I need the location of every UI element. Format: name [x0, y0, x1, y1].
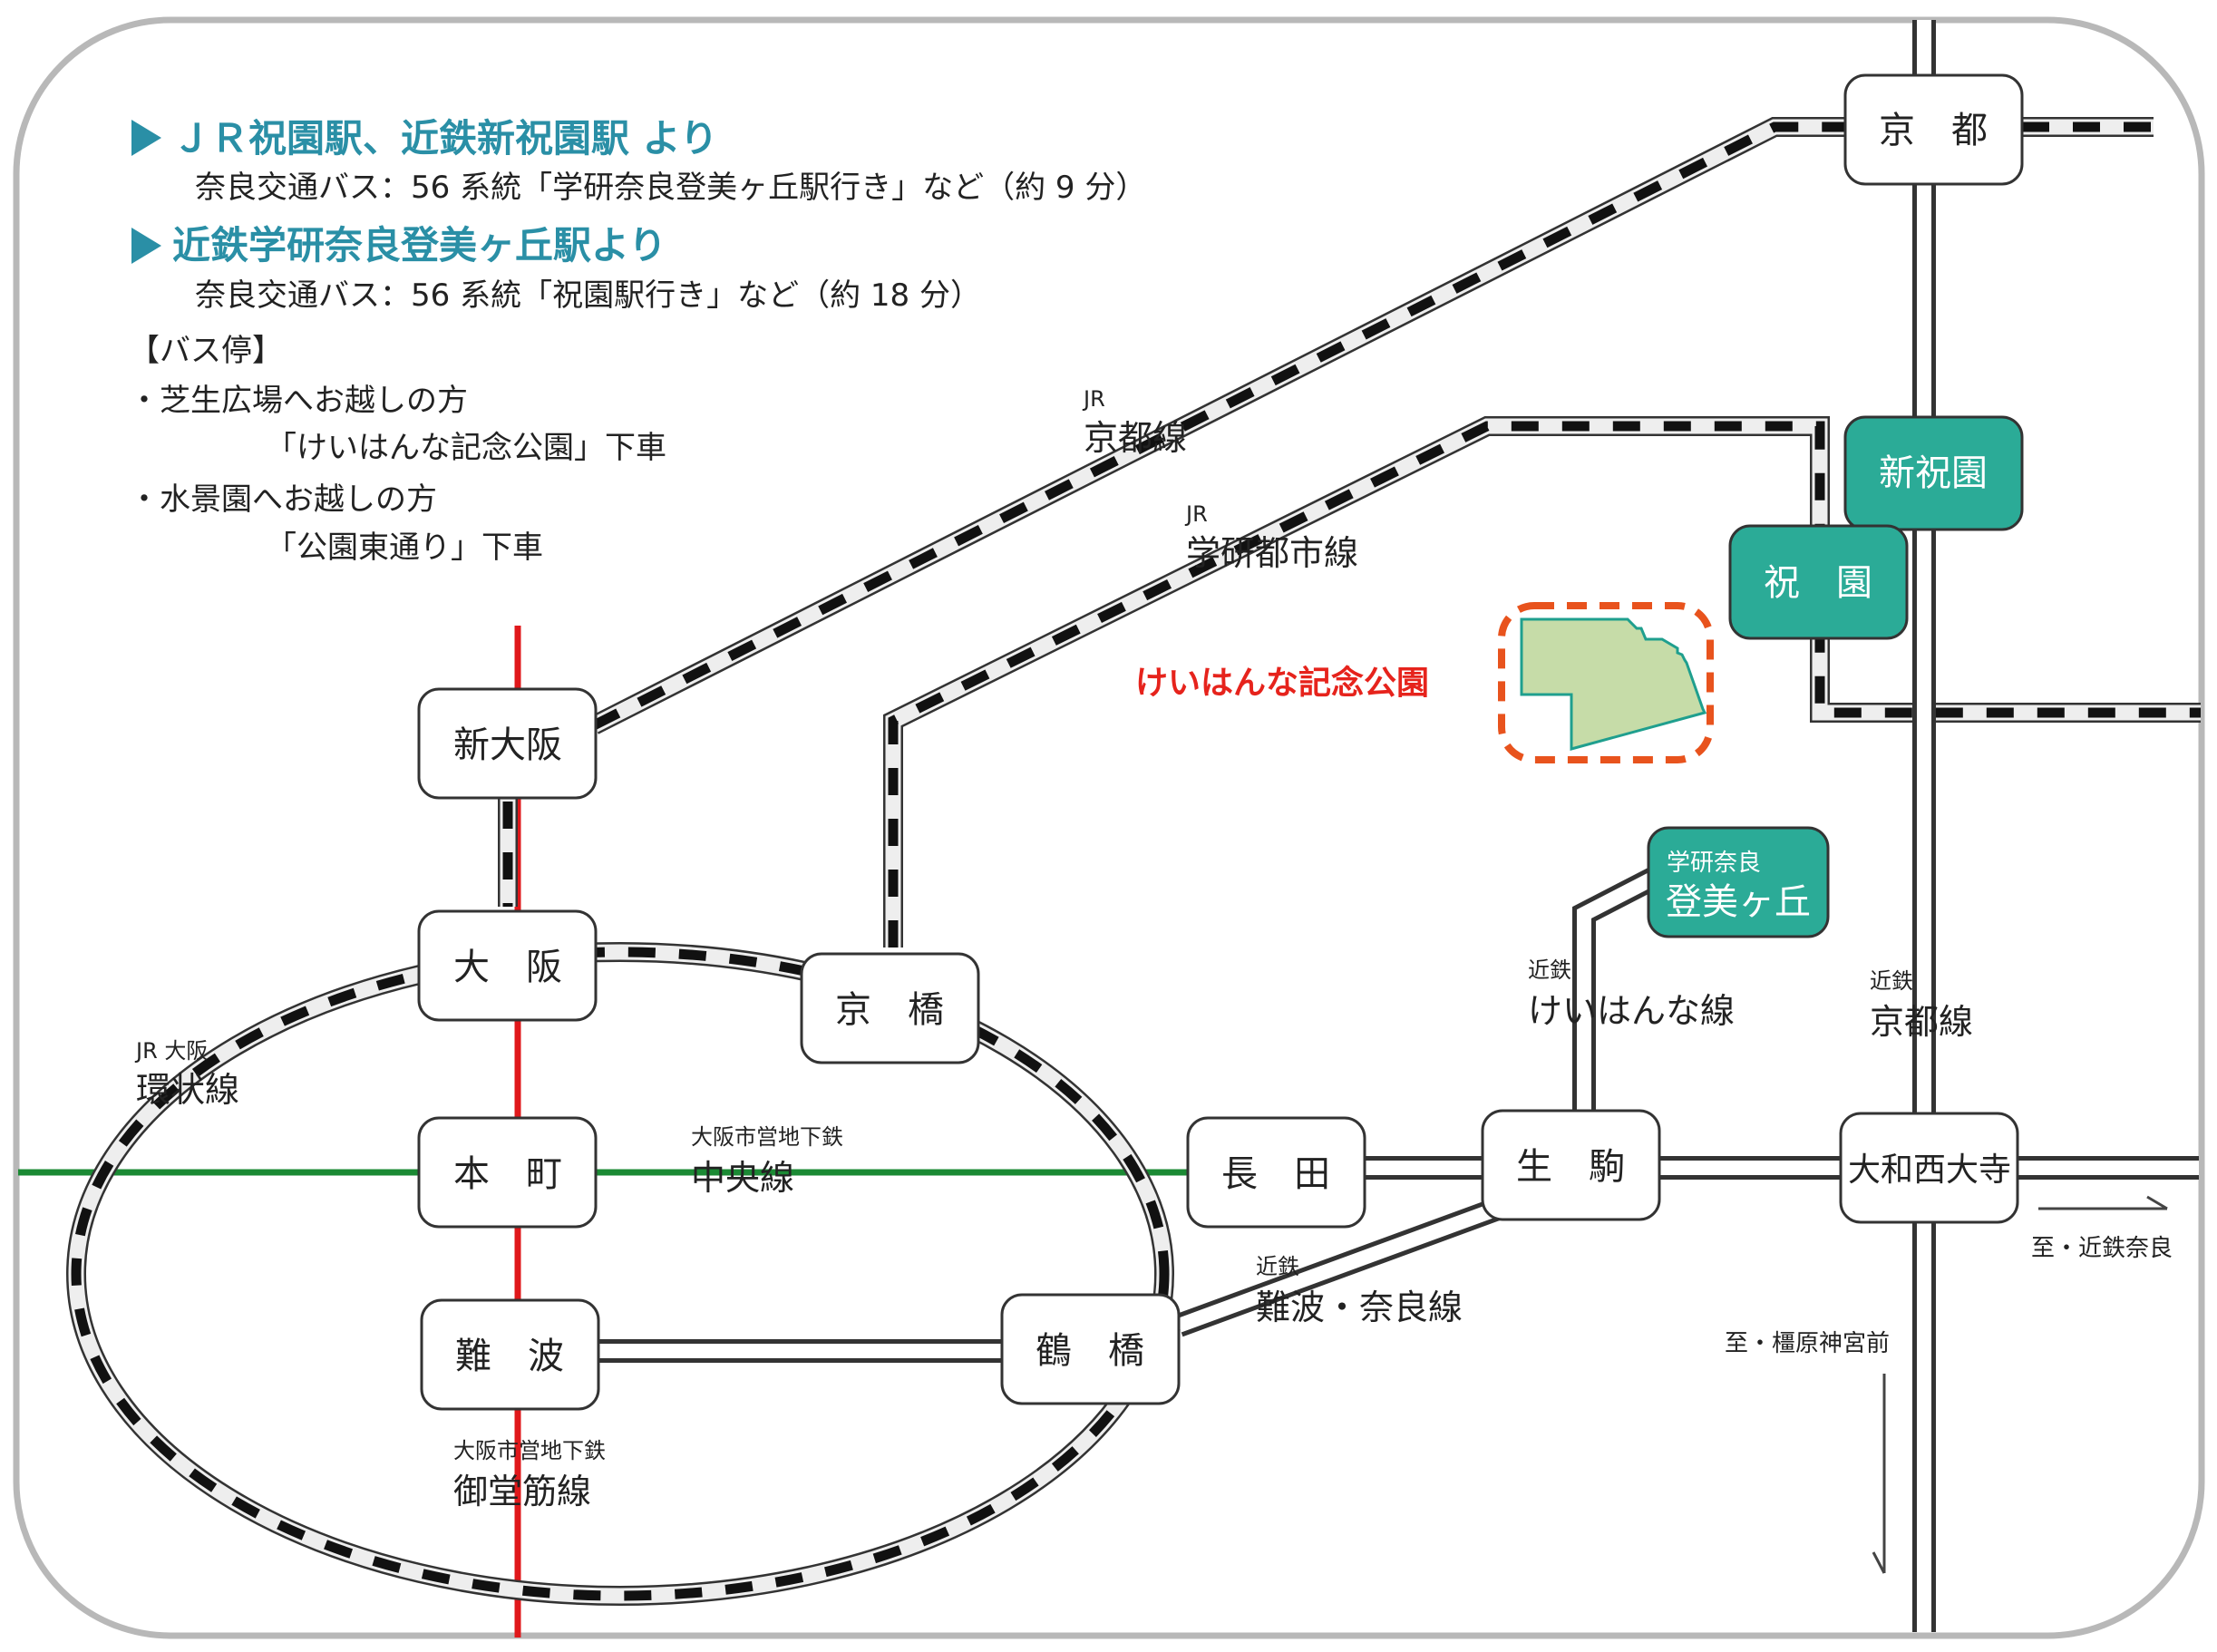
station-tomigaoka-label-2: 登美ヶ丘: [1666, 881, 1811, 923]
jr-loop-line: [66, 942, 1174, 1606]
station-honmachi-label: 本 町: [453, 1153, 562, 1195]
jr-gakken-label: 学研都市線: [1186, 533, 1358, 573]
station-shin-osaka: 新大阪: [417, 687, 598, 800]
stop2-line2: 「公園東通り」下車: [266, 530, 543, 566]
route1-arrow-icon: [131, 120, 161, 156]
station-hosono-label: 祝 園: [1764, 562, 1872, 604]
jr-kyoto-small-label: JR: [1082, 386, 1105, 412]
station-tomigaoka: 学研奈良 登美ヶ丘: [1647, 826, 1830, 938]
keihanna-small-label: 近鉄: [1528, 957, 1571, 983]
station-yamato-saidaiji: 大和西大寺: [1839, 1112, 2019, 1224]
chuo-label: 中央線: [691, 1158, 794, 1198]
jr-gakken-line: [883, 416, 2201, 947]
station-shin-osaka-label: 新大阪: [453, 724, 562, 766]
jr-kyoto-label: 京都線: [1084, 418, 1187, 458]
station-tomigaoka-label-1: 学研奈良: [1667, 850, 1761, 877]
station-kyobashi-label: 京 橋: [835, 989, 944, 1031]
arrow-to-nara: [2038, 1195, 2168, 1210]
loop-small-label: JR 大阪: [134, 1038, 208, 1064]
jr-kyoto-line: [498, 117, 2154, 907]
jr-gakken-small-label: JR: [1184, 501, 1208, 527]
park-area: [1520, 617, 1707, 751]
route1-heading: ＪＲ祝園駅、近鉄新祝園駅 より: [172, 116, 718, 160]
station-kyoto: 京 都: [1843, 73, 2024, 186]
stop1-line1: ・芝生広場へお越しの方: [129, 383, 468, 419]
station-nagata: 長 田: [1186, 1116, 1366, 1229]
station-osaka: 大 阪: [417, 909, 598, 1022]
to-nara-label: 至・近鉄奈良: [2031, 1235, 2173, 1262]
midosuji-small-label: 大阪市営地下鉄: [453, 1438, 606, 1463]
station-hosono: 祝 園: [1728, 524, 1909, 640]
station-ikoma: 生 駒: [1481, 1109, 1661, 1221]
loop-label: 環状線: [136, 1070, 239, 1110]
midosuji-label: 御堂筋線: [453, 1472, 591, 1511]
station-ikoma-label: 生 駒: [1516, 1146, 1625, 1188]
bus-stop-title: 【バス停】: [129, 333, 283, 369]
namba-nara-label: 難波・奈良線: [1256, 1288, 1463, 1327]
to-kashihara-label: 至・橿原神宮前: [1725, 1330, 1890, 1357]
station-kyoto-label: 京 都: [1879, 110, 1988, 151]
route2-detail: 奈良交通バス：56 系統「祝園駅行き」など（約 18 分）: [195, 277, 981, 314]
station-shinhosono: 新祝園: [1843, 415, 2024, 531]
park-label: けいはんな記念公園: [1135, 664, 1429, 702]
station-yamato-saidaiji-label: 大和西大寺: [1848, 1152, 2011, 1189]
park-highlight: [1498, 602, 1714, 763]
route2-heading: 近鉄学研奈良登美ヶ丘駅より: [172, 223, 666, 267]
arrow-to-kashihara: [1872, 1374, 1886, 1574]
chuo-small-label: 大阪市営地下鉄: [691, 1124, 843, 1150]
station-namba: 難 波: [420, 1298, 600, 1411]
namba-nara-small-label: 近鉄: [1256, 1254, 1299, 1279]
keihanna-label: けいはんな線: [1528, 991, 1735, 1031]
station-nagata-label: 長 田: [1221, 1153, 1330, 1195]
station-kyobashi: 京 橋: [800, 952, 980, 1064]
station-namba-label: 難 波: [455, 1336, 564, 1377]
stop1-line2: 「けいはんな記念公園」下車: [266, 430, 666, 466]
station-tsuruhashi-label: 鶴 橋: [1036, 1330, 1144, 1372]
station-shinhosono-label: 新祝園: [1879, 452, 1988, 494]
station-honmachi: 本 町: [417, 1116, 598, 1229]
stop2-line1: ・水景園へお越しの方: [129, 481, 437, 518]
station-osaka-label: 大 阪: [453, 947, 562, 988]
station-tsuruhashi: 鶴 橋: [1000, 1293, 1181, 1405]
kintetsu-kyoto-small-label: 近鉄: [1870, 968, 1913, 994]
route1-detail: 奈良交通バス：56 系統「学研奈良登美ヶ丘駅行き」など（約 9 分）: [195, 170, 1146, 206]
kintetsu-kyoto-label: 京都線: [1870, 1002, 1973, 1042]
route2-arrow-icon: [131, 228, 161, 264]
